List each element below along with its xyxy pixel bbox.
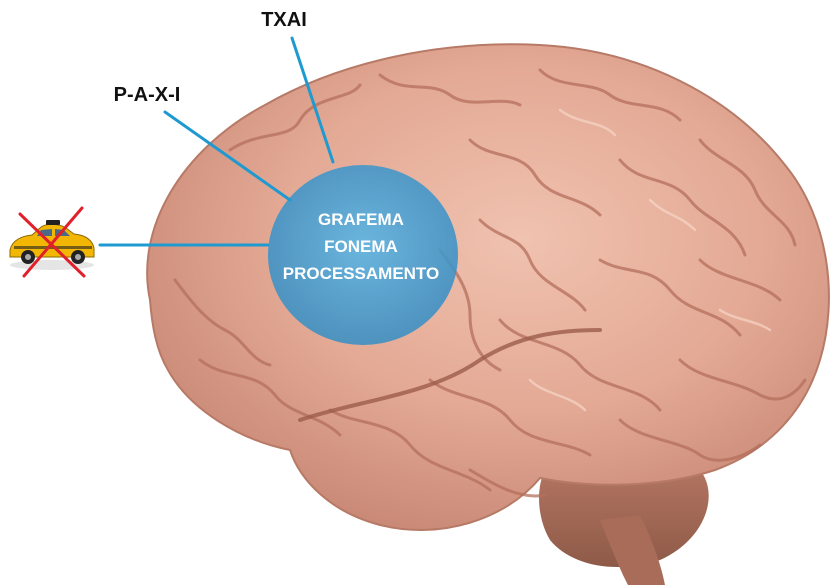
center-label-grafema: GRAFEMA bbox=[318, 210, 404, 229]
label-paxi: P-A-X-I bbox=[114, 84, 181, 106]
brain-illustration bbox=[147, 44, 829, 585]
center-label-processamento: PROCESSAMENTO bbox=[283, 264, 440, 283]
label-txai: TXAI bbox=[261, 9, 307, 31]
center-label-fonema: FONEMA bbox=[324, 237, 398, 256]
cerebrum-shape bbox=[147, 44, 829, 530]
